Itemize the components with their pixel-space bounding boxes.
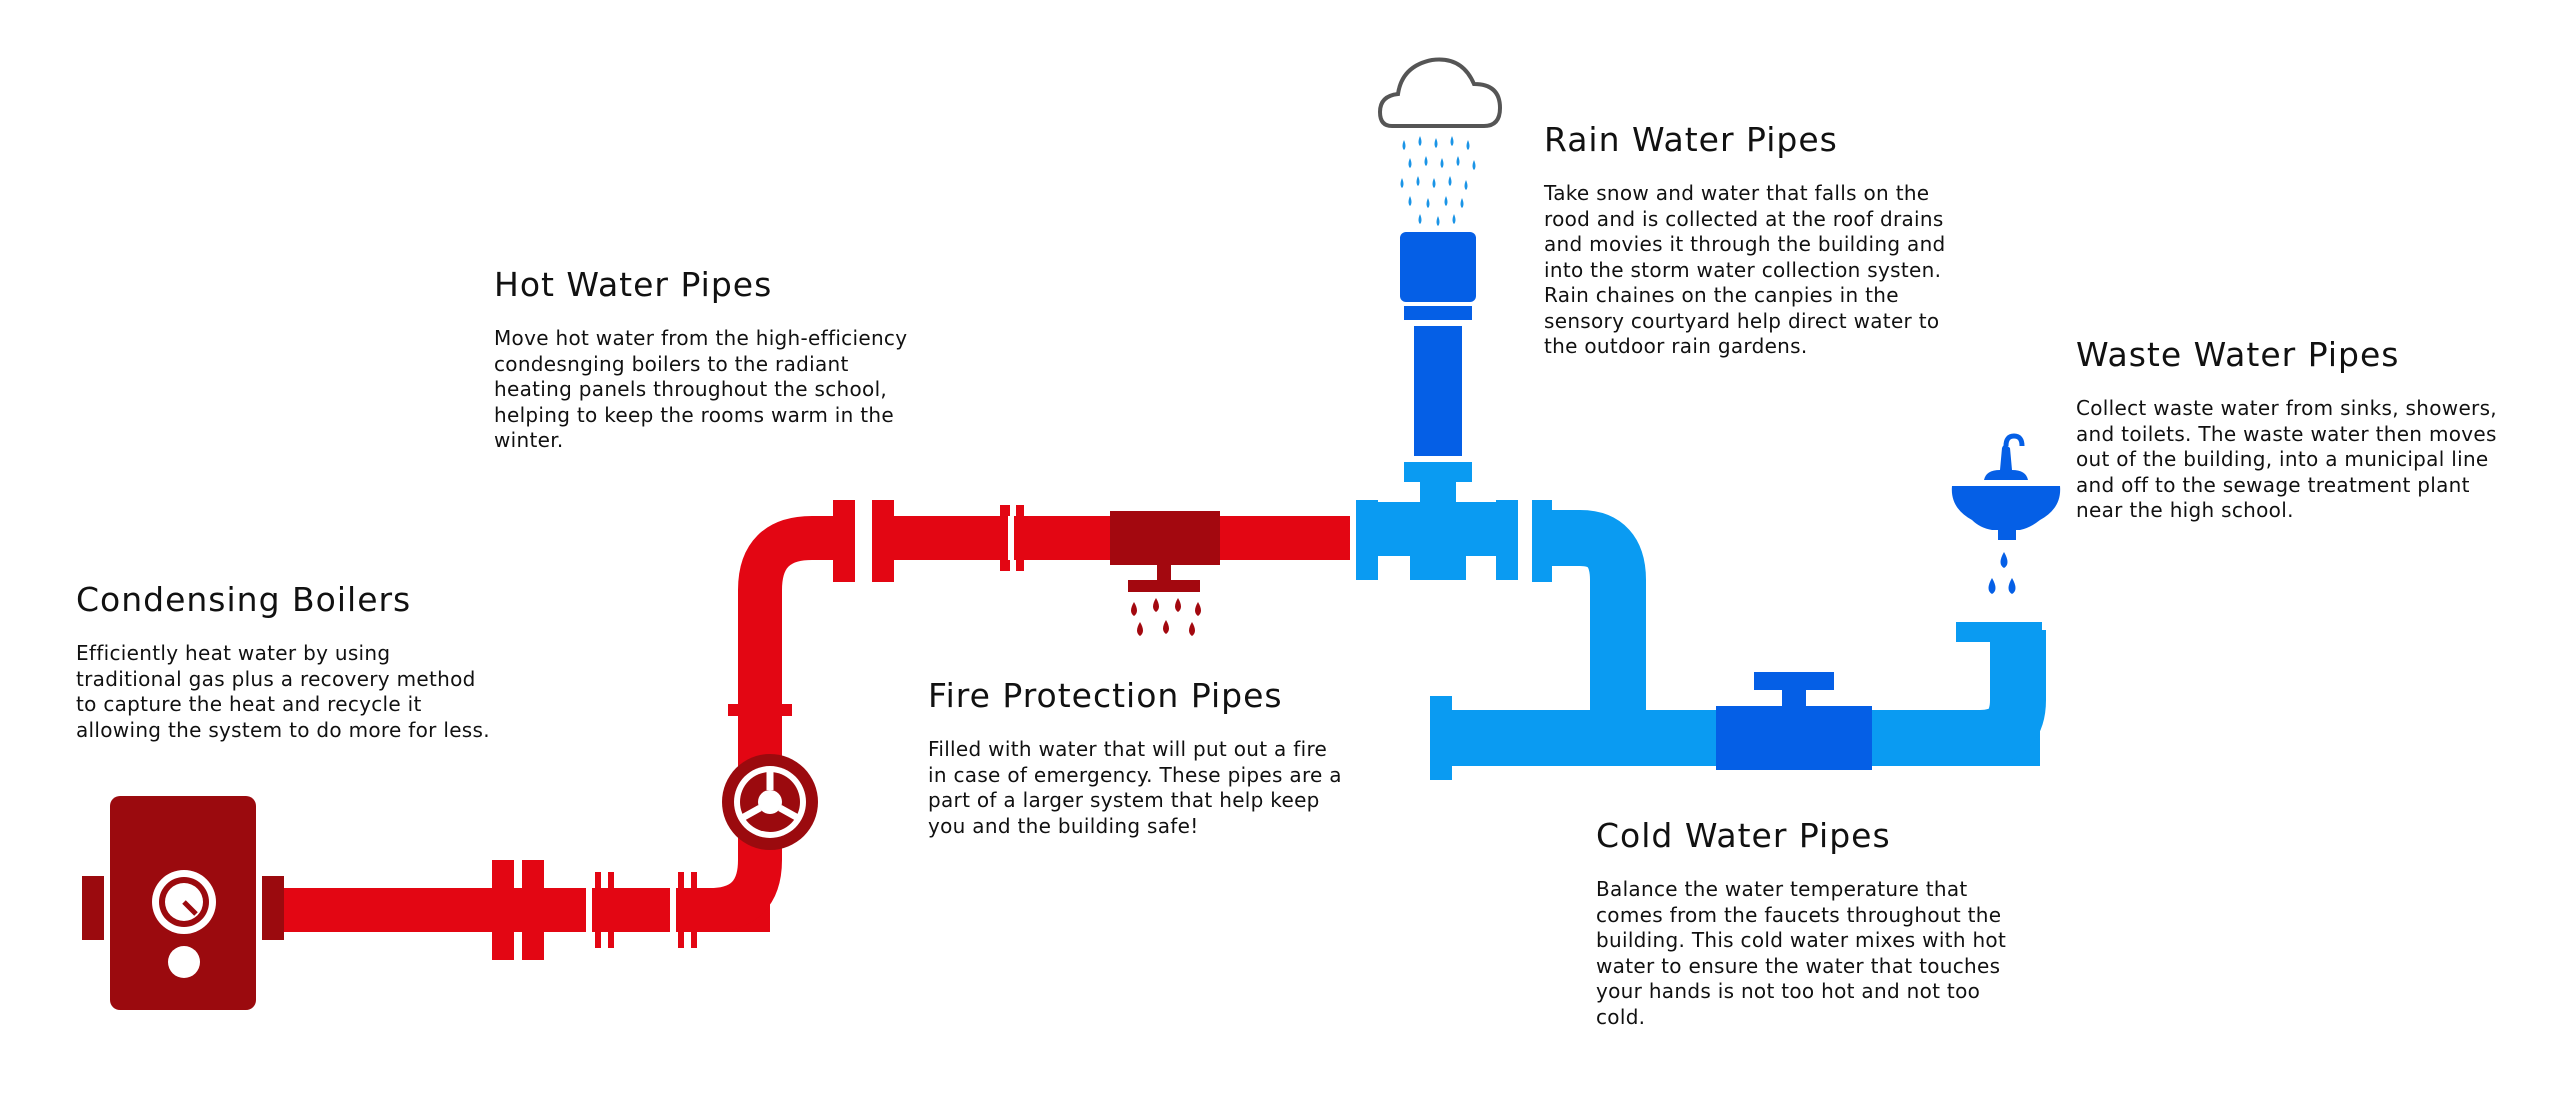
rain-water-pipe	[1400, 232, 1476, 456]
fire-protection-title: Fire Protection Pipes	[928, 676, 1283, 715]
fire-protection-description: Fire Protection Pipes Filled with water …	[928, 676, 1348, 839]
cold-water-pipe	[1356, 462, 2046, 780]
valve-wheel-icon	[722, 754, 818, 850]
sprinkler-icon	[1110, 511, 1220, 636]
waste-water-body: Collect waste water from sinks, showers,…	[2076, 396, 2497, 522]
boilers-body: Efficiently heat water by using traditio…	[76, 641, 490, 742]
boiler-icon	[82, 796, 284, 1010]
hot-water-body: Move hot water from the high-efficiency …	[494, 326, 908, 452]
rain-water-description: Rain Water Pipes Take snow and water tha…	[1544, 120, 1964, 360]
cold-water-description: Cold Water Pipes Balance the water tempe…	[1596, 816, 2016, 1030]
hot-water-title: Hot Water Pipes	[494, 265, 773, 304]
hot-water-description: Hot Water Pipes Move hot water from the …	[494, 265, 914, 454]
fire-protection-body: Filled with water that will put out a fi…	[928, 737, 1342, 838]
waste-water-description: Waste Water Pipes Collect waste water fr…	[2076, 335, 2516, 524]
rain-water-title: Rain Water Pipes	[1544, 120, 1838, 159]
rain-cloud-icon	[1377, 57, 1503, 226]
gate-valve-icon	[1716, 672, 1872, 770]
cold-water-body: Balance the water temperature that comes…	[1596, 877, 2007, 1029]
boilers-description: Condensing Boilers Efficiently heat wate…	[76, 580, 496, 743]
rain-water-body: Take snow and water that falls on the ro…	[1544, 181, 1946, 358]
sink-icon	[1951, 433, 2061, 594]
cold-water-title: Cold Water Pipes	[1596, 816, 1891, 855]
waste-water-title: Waste Water Pipes	[2076, 335, 2400, 374]
boilers-title: Condensing Boilers	[76, 580, 412, 619]
